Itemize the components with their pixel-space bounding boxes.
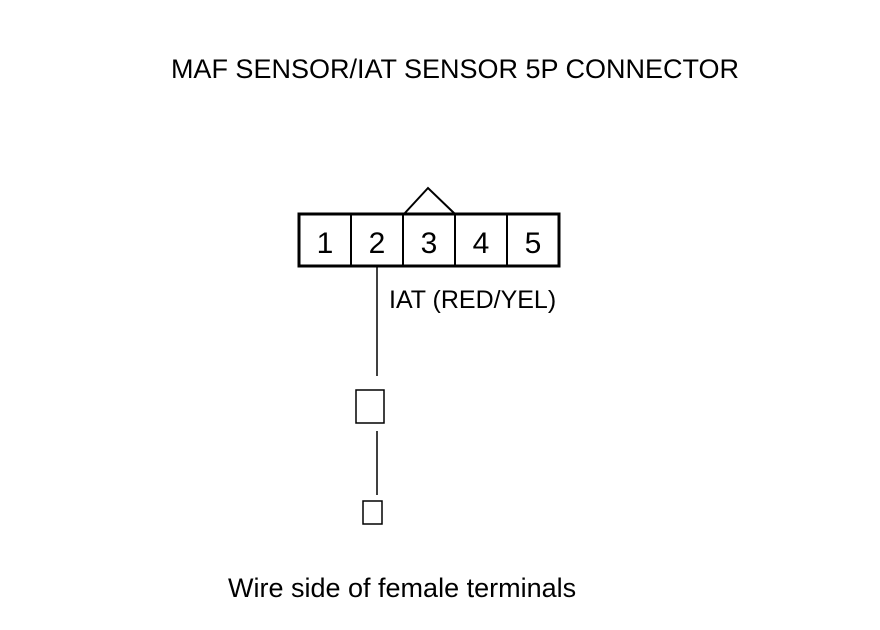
pin-label-2: 2 (369, 227, 386, 260)
test-probe-box (362, 500, 383, 525)
wire-label: IAT (RED/YEL) (389, 286, 556, 314)
connector-housing (297, 212, 561, 268)
pin-label-1: 1 (317, 227, 334, 260)
diagram-title: MAF SENSOR/IAT SENSOR 5P CONNECTOR (170, 54, 740, 84)
terminal-box (355, 389, 385, 424)
diagram-caption: Wire side of female terminals (228, 573, 577, 603)
connector-lock-tab (403, 186, 456, 215)
pin-label-5: 5 (525, 227, 542, 260)
pin-label-4: 4 (473, 227, 490, 260)
pin-label-3: 3 (421, 227, 438, 260)
